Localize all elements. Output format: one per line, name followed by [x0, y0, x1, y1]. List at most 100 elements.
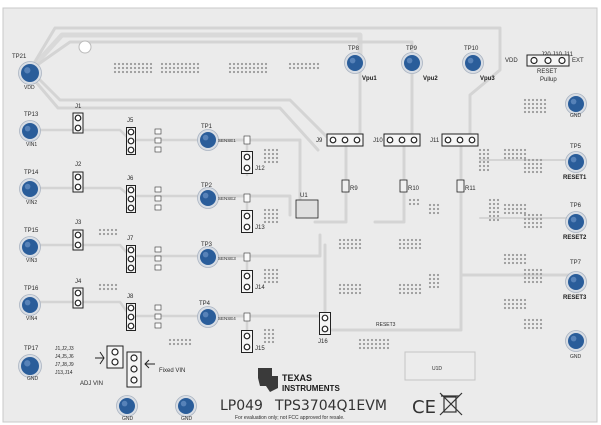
silk-box-label: U1D [432, 366, 442, 372]
testpoint-labels: TP21 VDD TP8 Vpu1 TP9 Vpu2 TP10 Vpu3 TP1… [12, 46, 587, 422]
pad-tp14[interactable] [19, 178, 41, 200]
tp10-label: TP10 [464, 46, 479, 52]
j6-label: J6 [127, 176, 134, 182]
j7-label: J7 [127, 236, 134, 242]
pad-tp10[interactable] [462, 52, 484, 74]
tp21-label: TP21 [12, 54, 27, 60]
jumper-j2[interactable] [72, 171, 84, 193]
tp16-label: TP16 [24, 286, 39, 292]
adj-vin-label: ADJ VIN [80, 381, 103, 387]
pad-tp17[interactable] [18, 354, 42, 378]
r10-label: R10 [408, 186, 420, 192]
tp9-label: TP9 [406, 46, 418, 52]
jumper-j4[interactable] [72, 287, 84, 309]
r11-label: R11 [465, 186, 476, 192]
reset2-label: RESET2 [563, 235, 587, 241]
pad-gnd-tr[interactable] [565, 93, 587, 115]
pad-tp16[interactable] [19, 294, 41, 316]
j14-label: J14 [255, 285, 265, 291]
pad-tp5[interactable] [565, 151, 587, 173]
jumper-j16[interactable] [319, 312, 331, 335]
pad-tp1[interactable] [197, 129, 219, 151]
testpoint-pads [18, 52, 587, 417]
tp1-label: TP1 [201, 124, 213, 130]
j15-label: J15 [255, 346, 265, 352]
mounting-hole [78, 40, 92, 54]
j12-label: J12 [255, 166, 265, 172]
jumper-j5[interactable] [126, 127, 136, 155]
vin2-label: VIN2 [26, 200, 37, 206]
tp14-label: TP14 [24, 170, 39, 176]
vpu3-label: Vpu3 [480, 76, 495, 82]
pad-gnd-br[interactable] [565, 330, 587, 352]
tp2-label: TP2 [201, 183, 213, 189]
tp6-label: TP6 [570, 203, 582, 209]
j3-label: J3 [75, 220, 82, 226]
jumper-j6[interactable] [126, 185, 136, 213]
pad-tp13[interactable] [19, 120, 41, 142]
gnd-label-bottom2: GND [181, 416, 193, 422]
ti-logo [258, 368, 278, 392]
jumper-j15[interactable] [241, 330, 253, 353]
vin3-label: VIN3 [26, 258, 37, 264]
sense2-label: SENSE2 [218, 196, 236, 201]
reset1-label: RESET1 [563, 175, 587, 181]
silk-box: U1D [404, 351, 476, 381]
resistors: R9 R10 R11 [341, 179, 476, 193]
board-id: LP049 [220, 398, 263, 414]
jumper-j13[interactable] [241, 210, 253, 233]
u1-label: U1 [300, 193, 308, 199]
jlist3-label: J7,J8,J9 [55, 362, 74, 368]
tp3-label: TP3 [201, 242, 213, 248]
jumper-j7[interactable] [126, 245, 136, 273]
pad-tp6[interactable] [565, 211, 587, 233]
j1-label: J1 [75, 104, 82, 110]
gnd-label-tr: GND [570, 113, 582, 119]
sense4-label: SENSE4 [218, 316, 236, 321]
vpu1-label: Vpu1 [362, 76, 377, 82]
board-name: TPS3704Q1EVM [274, 398, 387, 414]
j4-label: J4 [75, 279, 82, 285]
header-vdd-label: VDD [505, 58, 518, 64]
jumper-j12[interactable] [241, 151, 253, 174]
ce-mark: CE [412, 397, 436, 418]
pad-tp3[interactable] [197, 246, 219, 268]
pad-tp7[interactable] [565, 271, 587, 293]
pad-tp8[interactable] [344, 52, 366, 74]
pad-tp2[interactable] [197, 187, 219, 209]
vpu2-label: Vpu2 [423, 76, 438, 82]
j2-label: J2 [75, 162, 82, 168]
pad-tp21[interactable] [18, 61, 42, 85]
j11-label: J11 [430, 138, 440, 144]
jumper-j3[interactable] [72, 229, 84, 251]
jumper-headers [72, 112, 479, 353]
disclaimer: For evaluation only; not FCC approved fo… [235, 415, 345, 421]
j13-label: J13 [255, 225, 265, 231]
j5-label: J5 [127, 118, 134, 124]
tp4-label: TP4 [199, 301, 211, 307]
jumper-j10[interactable] [383, 133, 421, 147]
jlist4-label: J13,J14 [55, 370, 73, 376]
pad-tp4[interactable] [197, 306, 219, 328]
pad-gnd-b2[interactable] [175, 395, 197, 417]
reset-trace-label: RESET3 [376, 322, 396, 328]
tp15-label: TP15 [24, 228, 39, 234]
tp5-label: TP5 [570, 144, 582, 150]
jumper-j9[interactable] [326, 133, 364, 147]
via-clusters [98, 62, 547, 350]
j9-label: J9 [316, 138, 323, 144]
tp13-label: TP13 [24, 112, 39, 118]
pad-tp9[interactable] [401, 52, 423, 74]
r9-label: R9 [350, 186, 358, 192]
weee-bin-icon [439, 392, 463, 416]
jlist1-label: J1,J2,J3 [55, 346, 74, 352]
jumper-j8[interactable] [126, 303, 136, 331]
jumper-j14[interactable] [241, 270, 253, 293]
pad-gnd-b1[interactable] [116, 395, 138, 417]
vin1-label: VIN1 [26, 142, 37, 148]
jumper-j11[interactable] [441, 133, 479, 147]
reset3-label: RESET3 [563, 295, 587, 301]
jumper-j1[interactable] [72, 112, 84, 134]
pad-tp15[interactable] [19, 236, 41, 258]
